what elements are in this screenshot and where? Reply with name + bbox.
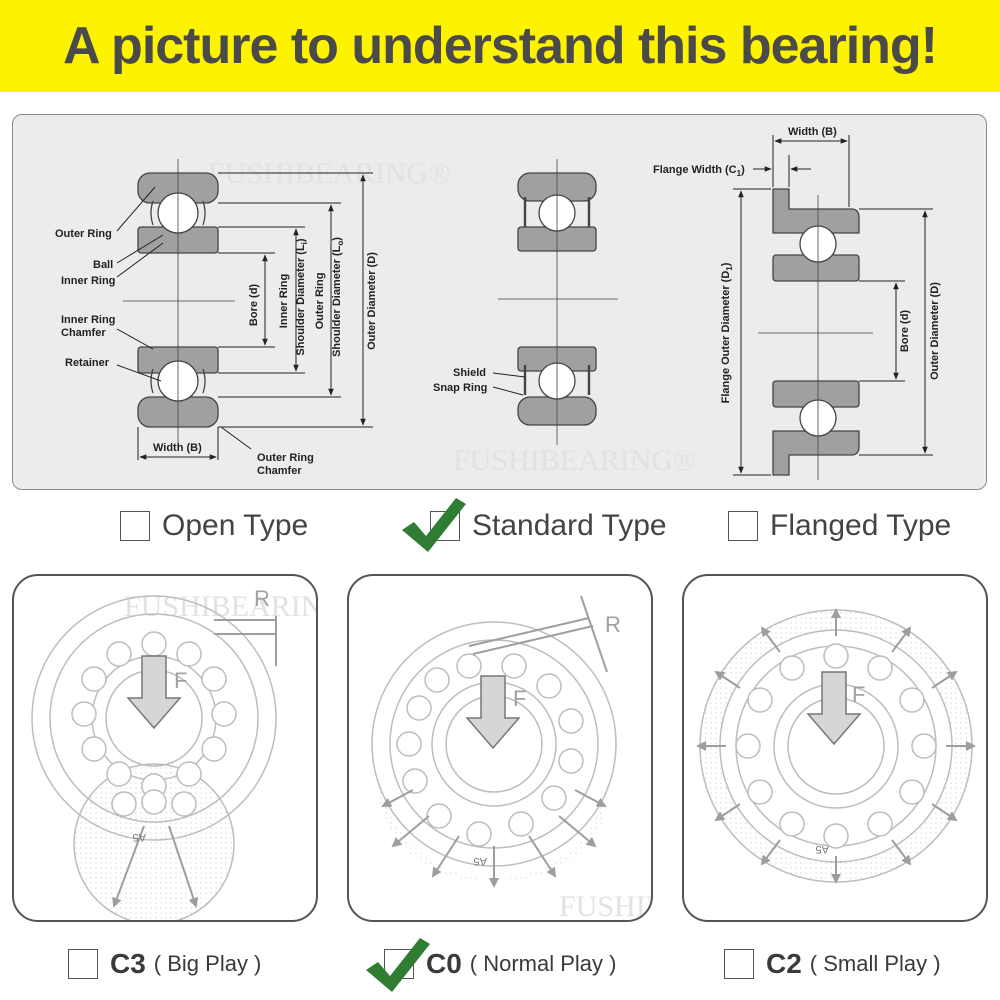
label-outer-diameter-left: Outer Diameter (D) (366, 252, 378, 350)
play-description: ( Small Play ) (809, 951, 941, 976)
label-inner-shoulder-2: Shoulder Diameter (Li) (295, 238, 309, 355)
label-inner-ring: Inner Ring (61, 275, 115, 287)
play-description: ( Normal Play ) (469, 951, 617, 976)
title-banner: A picture to understand this bearing! (0, 0, 1000, 92)
bearing-diagram-panel: FUSHIBEARING® FUSHIBEARING® Outer Ring B… (12, 114, 987, 490)
play-option-c2[interactable]: C2 ( Small Play ) (724, 944, 941, 984)
option-flanged-type[interactable]: Flanged Type (728, 506, 951, 546)
label-flange-outer-diameter: Flange Outer Diameter (D1) (720, 262, 734, 403)
label-flange-width: Flange Width (C1) (653, 164, 745, 178)
label-width-left: Width (B) (153, 442, 202, 454)
option-open-type[interactable]: Open Type (120, 506, 308, 546)
label-shield: Shield (453, 367, 486, 379)
play-option-c0[interactable]: C0 ( Normal Play ) (384, 944, 616, 984)
label-inner-ring-chamfer-2: Chamfer (61, 327, 106, 339)
force-arrow (126, 655, 182, 730)
play-description: ( Big Play ) (153, 951, 262, 976)
ball-set (396, 653, 584, 847)
label-ball: Ball (93, 259, 113, 271)
force-arrow (465, 675, 521, 750)
play-card-c2: F A5 (682, 574, 988, 922)
bearing-cross-section-drawing: FUSHIBEARING® FUSHIBEARING® Outer Ring B… (55, 126, 941, 480)
check-mark-icon (366, 938, 430, 992)
label-inner-ring-chamfer-1: Inner Ring (61, 314, 115, 326)
play-card-c3: FUSHIBEARING® F R A5 (12, 574, 318, 922)
label-retainer: Retainer (65, 357, 110, 369)
ball-label: A5 (816, 843, 829, 855)
label-outer-diameter-right: Outer Diameter (D) (929, 282, 941, 380)
label-inner-shoulder-1: Inner Ring (278, 274, 290, 328)
label-width-right: Width (B) (788, 126, 837, 138)
checkbox-icon[interactable] (724, 949, 754, 979)
shielded-bearing-section (498, 159, 618, 445)
checkbox-icon[interactable] (728, 511, 758, 541)
label-bore: Bore (d) (248, 284, 260, 327)
check-mark-icon (402, 498, 466, 552)
play-code: C0 (426, 948, 462, 979)
open-bearing-section (123, 159, 235, 445)
label-outer-ring-chamfer-2: Chamfer (257, 465, 302, 477)
watermark: FUSHIBEARING® (124, 590, 318, 623)
option-label: Standard Type (472, 509, 667, 542)
label-outer-shoulder-1: Outer Ring (314, 273, 326, 330)
ball-set (71, 631, 237, 817)
option-standard-type[interactable]: Standard Type (430, 506, 667, 546)
option-label: Open Type (162, 509, 309, 542)
checkbox-icon[interactable] (120, 511, 150, 541)
watermark: FUSHIBEARING® (559, 890, 653, 922)
play-code: C3 (110, 948, 146, 979)
force-arrow (806, 671, 862, 746)
option-label: Flanged Type (770, 509, 952, 542)
page-title: A picture to understand this bearing! (62, 17, 938, 75)
ball-set (735, 643, 937, 849)
label-snap-ring: Snap Ring (433, 382, 487, 394)
radial-play-label: R (254, 586, 270, 611)
watermark-bottom: FUSHIBEARING® (453, 444, 696, 477)
radial-play-label: R (605, 612, 621, 637)
force-label: F (852, 682, 865, 707)
force-label: F (513, 686, 526, 711)
play-code: C2 (766, 948, 802, 979)
label-bore-right: Bore (d) (899, 310, 911, 353)
ball-label: A5 (133, 831, 146, 843)
flanged-bearing-section (758, 188, 873, 480)
force-label: F (174, 668, 187, 693)
play-card-c0: FUSHIBEARING® F R A5 (347, 574, 653, 922)
label-outer-shoulder-2: Shoulder Diameter (Lo) (331, 237, 345, 357)
checkbox-icon[interactable] (68, 949, 98, 979)
play-option-c3[interactable]: C3 ( Big Play ) (68, 944, 261, 984)
ball-label: A5 (474, 855, 487, 867)
label-outer-ring-chamfer-1: Outer Ring (257, 452, 314, 464)
label-outer-ring: Outer Ring (55, 228, 112, 240)
